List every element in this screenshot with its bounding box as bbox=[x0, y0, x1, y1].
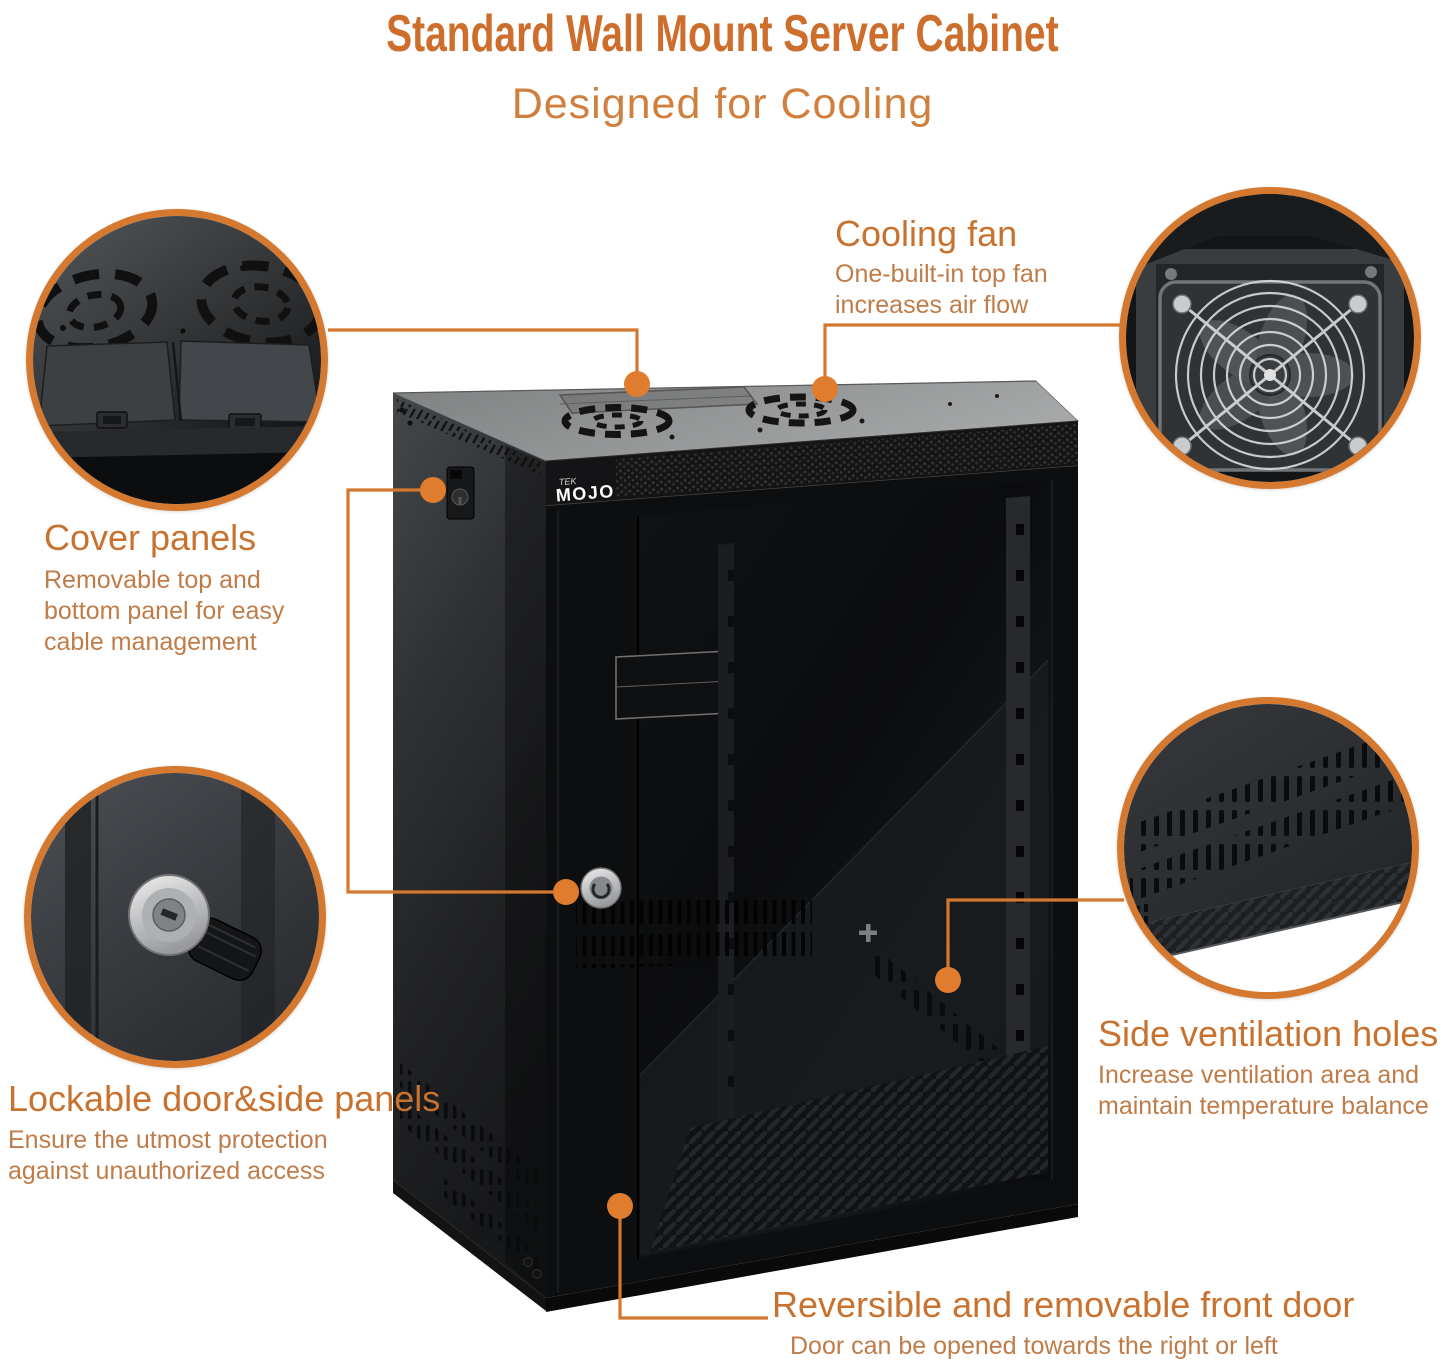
cover-panels-photo bbox=[33, 216, 321, 504]
top-fan-cutout-left bbox=[561, 404, 673, 438]
annotation-front-door-body: Door can be opened towards the right or … bbox=[790, 1332, 1278, 1360]
brand-logo-top: TEK bbox=[559, 476, 578, 487]
annotation-side-ventilation-heading: Side ventilation holes bbox=[1098, 1013, 1439, 1054]
base-trim-hatched bbox=[1124, 862, 1412, 966]
side-panel-latch bbox=[446, 466, 475, 520]
annotation-lockable: Lockable door&side panels Ensure the utm… bbox=[8, 1078, 440, 1187]
annotation-lockable-body: Ensure the utmost protection against una… bbox=[8, 1126, 328, 1185]
page-title: Standard Wall Mount Server Cabinet bbox=[386, 5, 1059, 63]
callout-vents-photo bbox=[1117, 697, 1419, 999]
side-bottom-vents bbox=[400, 1063, 540, 1272]
annotation-front-door: Reversible and removable front door Door… bbox=[772, 1284, 1354, 1362]
leader-line-cover-panels bbox=[328, 328, 639, 372]
rack-rail-left bbox=[718, 543, 734, 1230]
callout-top-panels-photo bbox=[26, 209, 328, 511]
annotation-front-door-heading: Reversible and removable front door bbox=[772, 1284, 1355, 1325]
cabinet-front-door bbox=[546, 466, 1078, 1312]
rear-cable-knockout bbox=[615, 650, 730, 720]
cabinet-front-vent-lip: TEK MOJO bbox=[545, 420, 1079, 507]
vent-slat-row-2 bbox=[1130, 776, 1404, 902]
point-marker-front-door bbox=[607, 1193, 633, 1219]
point-marker-side-vents bbox=[935, 967, 961, 993]
annotation-cover-panels: Cover panels Removable top and bottom pa… bbox=[44, 517, 284, 658]
leader-line-front-door bbox=[618, 1218, 768, 1320]
annotation-cooling-fan: Cooling fan One-built-in top fan increas… bbox=[835, 213, 1048, 321]
annotation-cooling-fan-heading: Cooling fan bbox=[835, 213, 1018, 254]
brand-logo: TEK MOJO bbox=[555, 476, 615, 506]
cooling-fan-photo bbox=[1126, 194, 1414, 482]
glass-cross-fitting bbox=[859, 924, 877, 942]
leader-line-lockable bbox=[346, 488, 553, 894]
callout-fan-photo bbox=[1119, 187, 1421, 489]
leader-line-side-vents bbox=[946, 898, 1124, 968]
point-marker-door-lock bbox=[553, 879, 579, 905]
annotation-cover-panels-body: Removable top and bottom panel for easy … bbox=[44, 566, 285, 656]
rear-wall-vents bbox=[576, 895, 812, 969]
rack-rail-right bbox=[1006, 496, 1030, 1178]
cabinet-left-side-panel bbox=[393, 393, 546, 1311]
annotation-cover-panels-heading: Cover panels bbox=[44, 517, 257, 558]
brand-logo-main: MOJO bbox=[555, 481, 615, 505]
side-top-vent-strip bbox=[397, 399, 540, 475]
top-fan-cutout-right bbox=[745, 393, 857, 427]
front-door-lock bbox=[580, 867, 622, 909]
annotation-side-ventilation-body: Increase ventilation area and maintain t… bbox=[1098, 1061, 1429, 1120]
annotation-cooling-fan-body: One-built-in top fan increases air flow bbox=[835, 260, 1048, 319]
door-glass bbox=[576, 481, 1050, 1258]
door-lock-photo bbox=[31, 773, 319, 1061]
callout-lock-photo bbox=[24, 766, 326, 1068]
interior-bottom-vents bbox=[650, 1046, 1048, 1252]
annotation-lockable-heading: Lockable door&side panels bbox=[8, 1078, 441, 1119]
annotation-side-ventilation: Side ventilation holes Increase ventilat… bbox=[1098, 1013, 1438, 1122]
vent-slat-row-1 bbox=[1134, 732, 1396, 854]
point-marker-side-latch bbox=[420, 477, 446, 503]
cabinet-top-face bbox=[392, 380, 1079, 462]
page-subtitle: Designed for Cooling bbox=[511, 80, 934, 128]
leader-line-cooling-fan bbox=[823, 323, 1122, 378]
point-marker-fan bbox=[812, 376, 838, 402]
point-marker-top-cover bbox=[624, 371, 650, 397]
side-vents-photo bbox=[1124, 704, 1412, 992]
